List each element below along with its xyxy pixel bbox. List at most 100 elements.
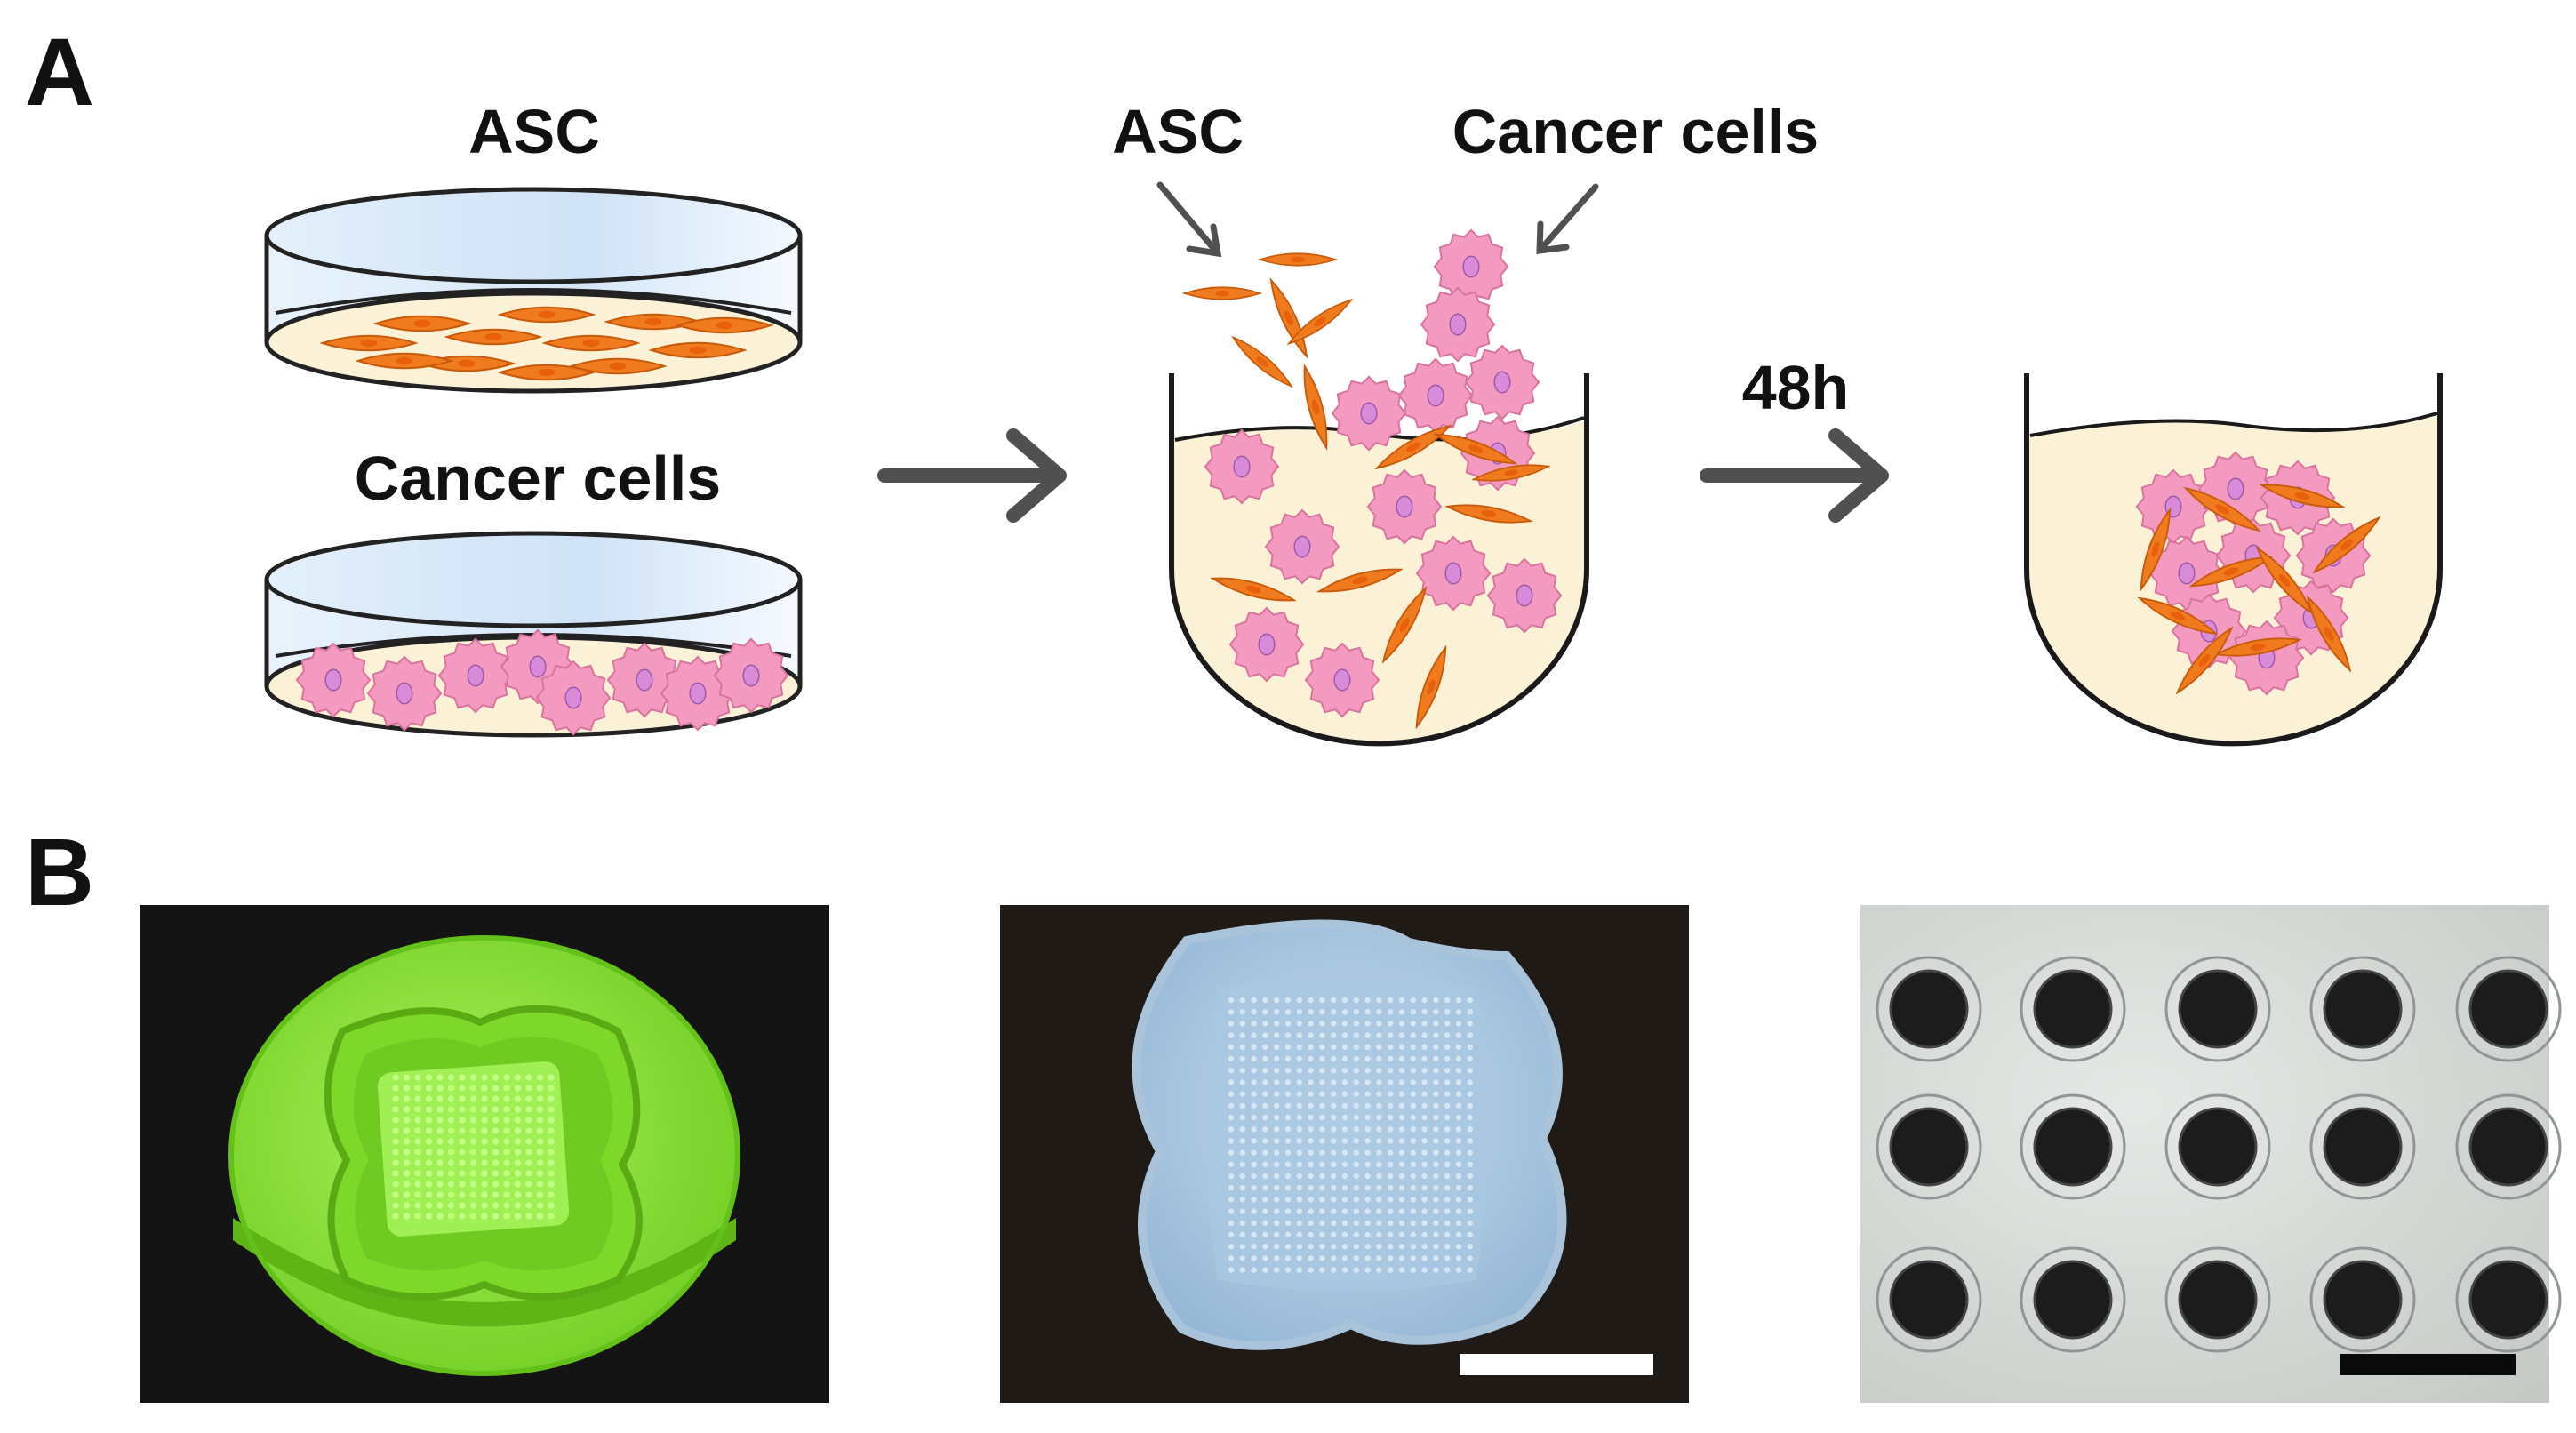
hydrogel-dimple bbox=[1228, 1091, 1235, 1097]
hydrogel-dimple bbox=[1410, 1231, 1417, 1238]
hydrogel-dimple bbox=[1319, 1055, 1325, 1062]
microwell-rim bbox=[2164, 1093, 2271, 1200]
hydrogel-dimple bbox=[1398, 1231, 1405, 1238]
hydrogel-dimple bbox=[1331, 1102, 1337, 1109]
hydrogel-dimple bbox=[1308, 1091, 1314, 1097]
hydrogel-dimple bbox=[1228, 997, 1235, 1004]
mold-pillar bbox=[425, 1117, 433, 1124]
pointer-arrow-cancer bbox=[1536, 183, 1599, 255]
hydrogel-dimple bbox=[1421, 1138, 1428, 1144]
hydrogel-dimple bbox=[1251, 1173, 1257, 1180]
hydrogel-dimple bbox=[1410, 1220, 1417, 1227]
hydrogel-dimple bbox=[1331, 1079, 1337, 1085]
hydrogel-dimple bbox=[1433, 1068, 1439, 1074]
hydrogel-dimple bbox=[1262, 1114, 1268, 1121]
hydrogel-dimple bbox=[1341, 1044, 1348, 1051]
hydrogel-dimple bbox=[1421, 1197, 1428, 1203]
cancer-cell bbox=[1433, 228, 1509, 305]
hydrogel-dimple bbox=[1410, 1009, 1417, 1015]
hydrogel-dimple bbox=[1376, 997, 1382, 1004]
hydrogel-dimple bbox=[1274, 1079, 1280, 1085]
hydrogel-dimple bbox=[1455, 1197, 1462, 1203]
mold-pillar bbox=[514, 1181, 522, 1188]
hydrogel-dimple bbox=[1376, 1255, 1382, 1261]
hydrogel-dimple bbox=[1262, 1173, 1268, 1180]
hydrogel-dimple bbox=[1376, 1197, 1382, 1203]
hydrogel-dimple bbox=[1410, 1244, 1417, 1250]
arrow-to-well bbox=[877, 428, 1067, 523]
mold-pillar bbox=[514, 1085, 522, 1092]
mold-pillar bbox=[536, 1149, 544, 1156]
mold-pillar bbox=[536, 1074, 544, 1081]
hydrogel-dimple bbox=[1364, 1079, 1371, 1085]
hydrogel-dimple bbox=[1319, 1114, 1325, 1121]
hydrogel-dimple bbox=[1262, 997, 1268, 1004]
hydrogel-dimple bbox=[1467, 1126, 1474, 1133]
hydrogel-dimple bbox=[1228, 1032, 1235, 1038]
hydrogel-dimple bbox=[1308, 1055, 1314, 1062]
hydrogel-dimple bbox=[1239, 1244, 1246, 1250]
hydrogel-dimple bbox=[1284, 1173, 1292, 1180]
hydrogel-dimple bbox=[1331, 1068, 1337, 1074]
hydrogel-dimple bbox=[1353, 1102, 1360, 1109]
hydrogel-dimple bbox=[1467, 1267, 1474, 1273]
hydrogel-dimple bbox=[1341, 1009, 1348, 1015]
hydrogel-dimple bbox=[1284, 1220, 1292, 1227]
hydrogel-dimple bbox=[1274, 1197, 1280, 1203]
hydrogel-dimple bbox=[1353, 1126, 1360, 1133]
mold-pillar bbox=[459, 1085, 466, 1092]
mold-pillar bbox=[492, 1213, 500, 1220]
mold-pillar bbox=[425, 1159, 433, 1166]
hydrogel-dimple bbox=[1284, 1055, 1292, 1062]
hydrogel-dimple bbox=[1239, 1220, 1246, 1227]
hydrogel-dimple bbox=[1228, 1173, 1235, 1180]
hydrogel-dimple bbox=[1262, 1255, 1268, 1261]
hydrogel-dimple bbox=[1284, 1255, 1292, 1261]
hydrogel-dimple bbox=[1455, 1149, 1462, 1156]
mold-pillar bbox=[414, 1117, 421, 1124]
mold-pillar bbox=[469, 1138, 477, 1145]
microwell bbox=[2323, 1107, 2403, 1187]
hydrogel-dimple bbox=[1308, 1032, 1314, 1038]
hydrogel-dimple bbox=[1239, 1079, 1246, 1085]
mold-pillar bbox=[403, 1085, 411, 1092]
hydrogel-dimple bbox=[1467, 1220, 1474, 1227]
hydrogel-dimple bbox=[1239, 1009, 1246, 1015]
mold-pillar bbox=[403, 1181, 411, 1188]
mold-pillar bbox=[392, 1106, 399, 1113]
hydrogel-dimple bbox=[1388, 1161, 1394, 1168]
microwell-rim bbox=[2455, 956, 2562, 1062]
mold-pillar bbox=[525, 1170, 532, 1177]
hydrogel-dimple bbox=[1341, 1220, 1348, 1227]
mold-pillar bbox=[548, 1159, 555, 1166]
hydrogel-dimple bbox=[1319, 1021, 1325, 1027]
mold-pillar bbox=[436, 1191, 444, 1198]
hydrogel-dimple bbox=[1398, 1055, 1405, 1062]
hydrogel-dimple bbox=[1239, 1197, 1246, 1203]
hydrogel-dimple bbox=[1421, 1220, 1428, 1227]
hydrogel-dimple bbox=[1308, 1126, 1314, 1133]
pointer-arrow-asc bbox=[1156, 181, 1222, 258]
mold-pillar bbox=[459, 1149, 466, 1156]
hydrogel-dimple bbox=[1444, 1021, 1451, 1027]
incubation-time-label: 48h bbox=[1742, 353, 1850, 422]
mold-pillar bbox=[425, 1074, 433, 1081]
hydrogel-dimple bbox=[1410, 1044, 1417, 1051]
hydrogel-dimple bbox=[1308, 997, 1314, 1004]
hydrogel-dimple bbox=[1421, 1126, 1428, 1133]
hydrogel-dimple bbox=[1388, 1044, 1394, 1051]
hydrogel-dimple bbox=[1239, 1032, 1246, 1038]
hydrogel-dimple bbox=[1319, 1126, 1325, 1133]
hydrogel-dimple bbox=[1331, 1044, 1337, 1051]
hydrogel-dimple bbox=[1341, 1032, 1348, 1038]
mold-pillar bbox=[392, 1170, 399, 1177]
hydrogel-dimple bbox=[1284, 1009, 1292, 1015]
hydrogel-dimple bbox=[1262, 1149, 1268, 1156]
mold-pillar bbox=[481, 1085, 488, 1092]
hydrogel-dimple bbox=[1308, 1244, 1314, 1250]
hydrogel-dimple bbox=[1398, 1185, 1405, 1191]
hydrogel-dimple bbox=[1410, 1161, 1417, 1168]
hydrogel-dimple bbox=[1364, 1044, 1371, 1051]
hydrogel-dimple bbox=[1228, 1208, 1235, 1214]
